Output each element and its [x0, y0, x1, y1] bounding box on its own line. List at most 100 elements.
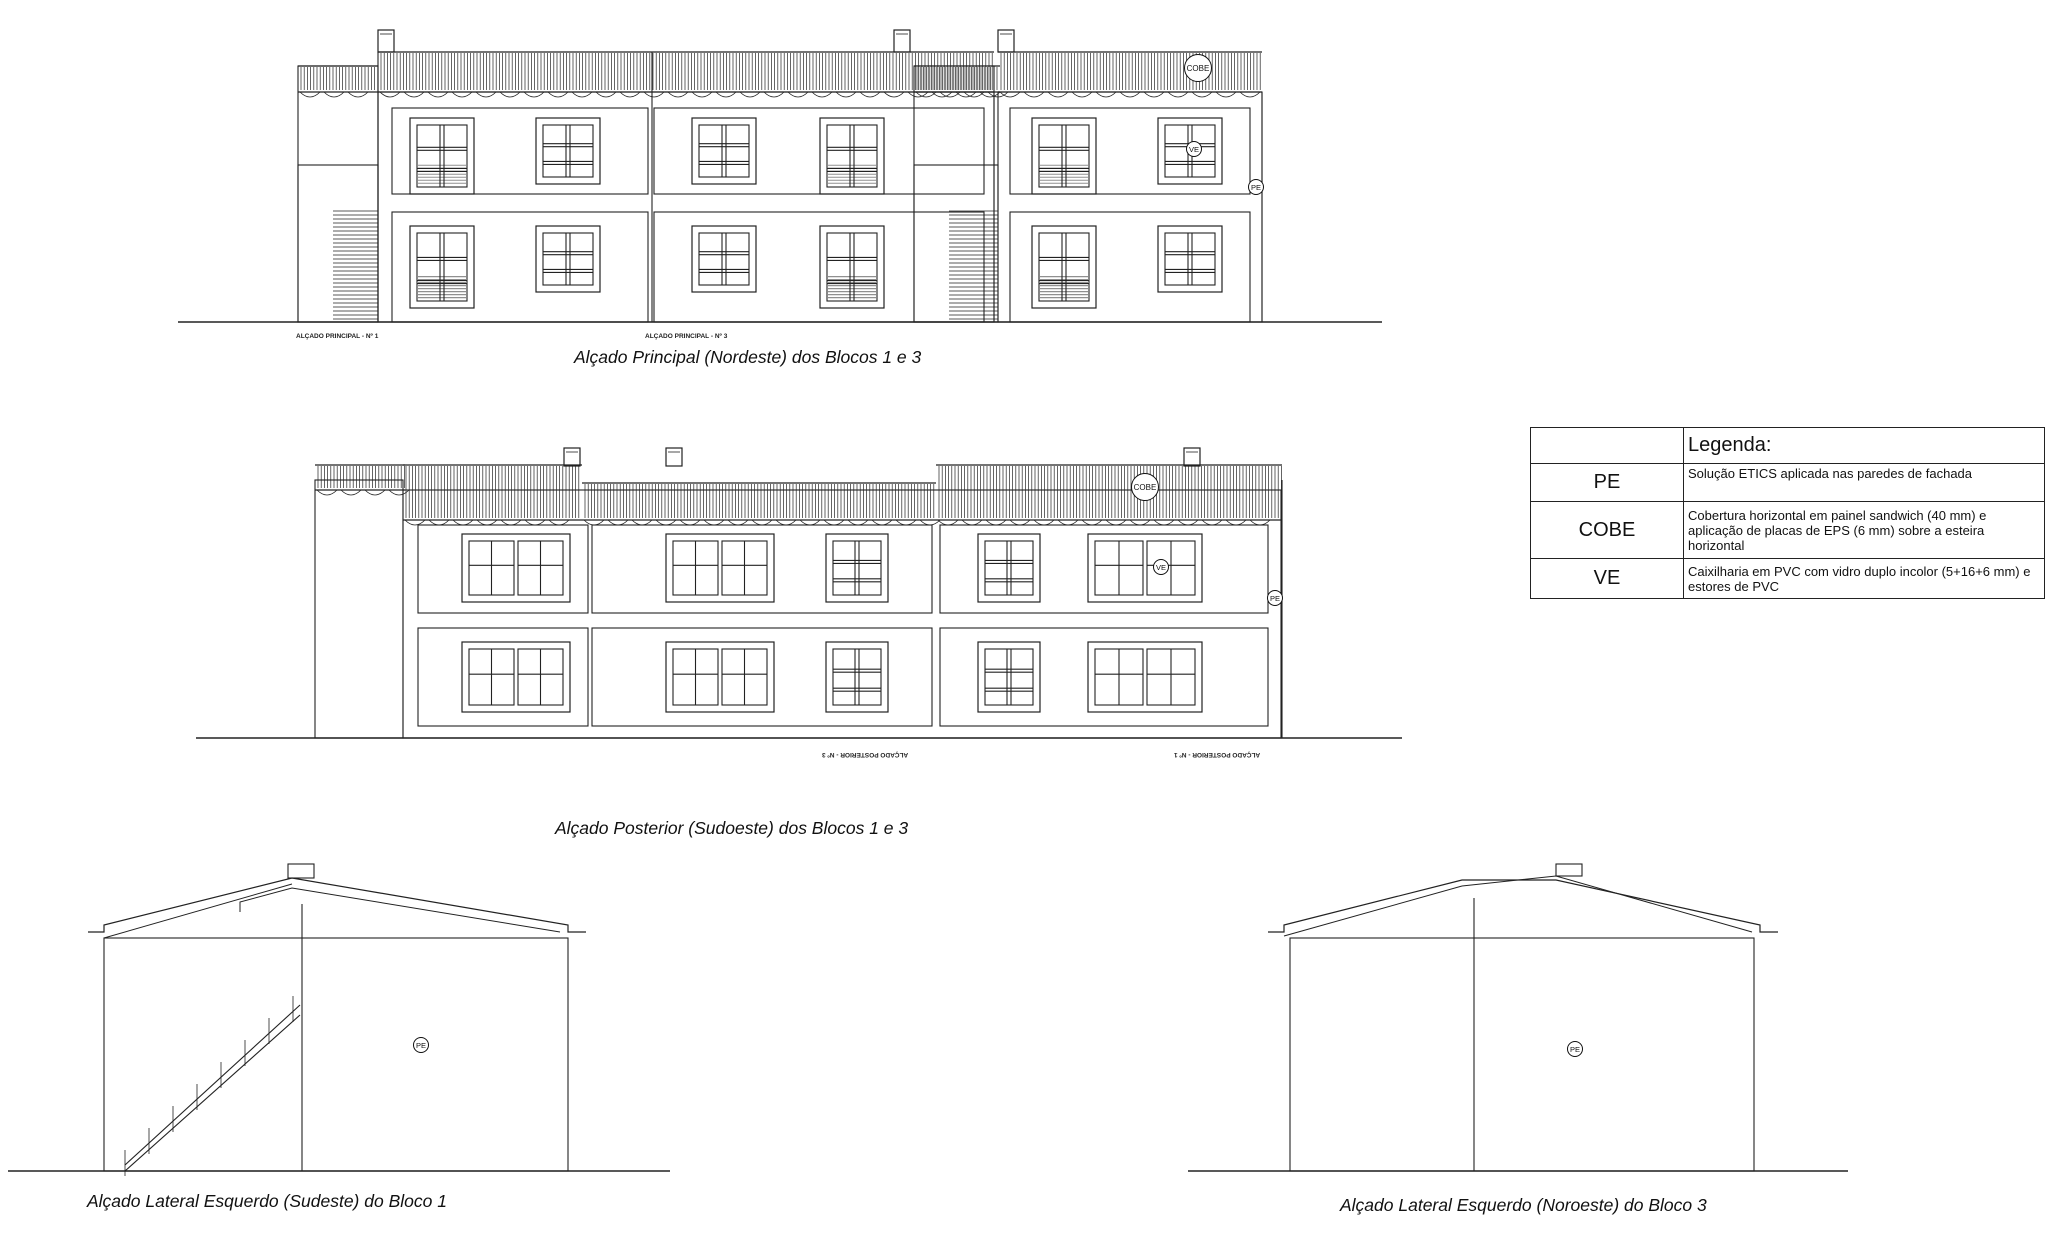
window-surround	[977, 641, 1041, 713]
exterior-stairs	[913, 164, 999, 323]
roof-outline	[1268, 879, 1778, 933]
upper-band	[391, 107, 649, 195]
rear-elevation	[196, 447, 1402, 739]
roof-scallop	[919, 519, 941, 526]
roof-scallop	[1009, 519, 1031, 526]
roof-scallop	[937, 519, 959, 526]
window-frame	[826, 232, 878, 302]
roof-scallop	[823, 519, 845, 526]
roof-scallop	[999, 91, 1021, 98]
stair-side	[297, 164, 379, 323]
tag-pe-side-3: PE	[1567, 1041, 1583, 1057]
window-frame	[698, 232, 750, 286]
side-stair-railing	[124, 996, 301, 1176]
shutter-slats	[418, 164, 466, 184]
roof-scallop	[907, 91, 929, 98]
window-surround	[1157, 225, 1223, 293]
lower-band	[417, 627, 589, 727]
roof-scallop	[739, 91, 761, 98]
window-surround	[691, 225, 757, 293]
roof-scallop	[403, 91, 425, 98]
window-surround	[1157, 117, 1223, 185]
roof-scallop	[451, 91, 473, 98]
roof-scallop	[811, 91, 833, 98]
side-wall-outline	[1289, 937, 1755, 1172]
roof-scallop	[1047, 91, 1069, 98]
front-elevation	[178, 29, 1382, 323]
rear-label-n3: ALÇADO POSTERIOR - Nº 3	[822, 751, 909, 758]
window-frame	[1164, 124, 1216, 178]
window-glazing	[833, 649, 881, 705]
roof-scallop	[1095, 91, 1117, 98]
roof-scallop	[1201, 519, 1223, 526]
chimney	[665, 447, 683, 467]
roof-scallop	[787, 91, 809, 98]
lower-band	[653, 211, 985, 323]
roof-scallop	[883, 91, 905, 98]
railing-top	[124, 1004, 301, 1166]
roof-scallop	[299, 91, 321, 98]
roof-scallop	[1129, 519, 1151, 526]
roof-scallop	[667, 91, 689, 98]
lower-band	[1009, 211, 1251, 323]
legend-code: PE	[1530, 463, 1684, 502]
tag-cobe-front: COBE	[1184, 54, 1212, 82]
roof-scallop	[727, 519, 749, 526]
rear-left-roof	[315, 464, 410, 496]
stair-side	[913, 164, 999, 323]
double-window-surround	[461, 641, 571, 713]
roof-scallop	[347, 91, 369, 98]
roof-scallop	[985, 519, 1007, 526]
legend-row: VE Caixilharia em PVC com vidro duplo in…	[1530, 558, 2045, 599]
window-frame	[416, 124, 468, 188]
roof-scallop	[524, 519, 546, 526]
roof-scallop	[847, 519, 869, 526]
roof-scallop	[523, 91, 545, 98]
block-3-roof	[998, 51, 1262, 98]
roof-scallop	[895, 519, 917, 526]
rear-roof-segment	[936, 464, 1282, 526]
roof-scallop	[1191, 91, 1213, 98]
window-surround	[825, 641, 889, 713]
window-frame	[542, 232, 594, 286]
legend-code: COBE	[1530, 501, 1684, 559]
roof-scallop	[961, 519, 983, 526]
double-window-surround	[665, 533, 775, 603]
roof-scallop	[379, 91, 401, 98]
roof-outline	[88, 877, 586, 933]
side-chimney	[1555, 863, 1583, 877]
door-window-surround	[819, 117, 885, 195]
upper-band	[1009, 107, 1251, 195]
front-label-n1: ALÇADO PRINCIPAL - Nº 1	[296, 333, 379, 340]
chimney	[563, 447, 581, 467]
tag-pe-rear: PE	[1267, 590, 1283, 606]
roof-scallop	[955, 91, 977, 98]
caption-front-elevation: Alçado Principal (Nordeste) dos Blocos 1…	[574, 347, 922, 367]
roof-scallop	[476, 519, 498, 526]
upper-roof-outline	[239, 887, 561, 933]
roof-scallop	[1153, 519, 1175, 526]
chimney	[893, 29, 911, 53]
shutter-slats	[1040, 164, 1088, 184]
roof-scallop	[1215, 91, 1237, 98]
window-frame	[1038, 232, 1090, 302]
roof-scallop	[799, 519, 821, 526]
window-frame	[542, 124, 594, 178]
roof-scallop	[871, 519, 893, 526]
terrace-roof	[298, 65, 379, 98]
roof-scallop	[643, 91, 665, 98]
window-glazing	[417, 233, 467, 301]
window-surround	[535, 117, 601, 185]
window-frame	[1038, 124, 1090, 188]
legend-code: VE	[1530, 558, 1684, 599]
roof-scallop	[631, 519, 653, 526]
side-elevation-block-1	[8, 863, 670, 1176]
window-glazing	[543, 125, 593, 177]
window-glazing	[833, 541, 881, 595]
upper-band	[417, 524, 589, 614]
window-glazing	[417, 125, 467, 187]
roof-scallop	[939, 91, 961, 98]
double-window-surround	[1087, 641, 1203, 713]
roof-scallop	[619, 91, 641, 98]
roof-scallop	[583, 519, 605, 526]
